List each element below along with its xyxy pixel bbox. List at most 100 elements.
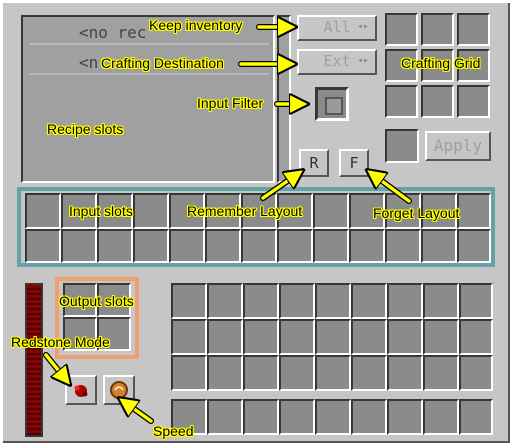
buffer-slot[interactable] — [351, 319, 387, 355]
buffer-slot[interactable] — [207, 319, 243, 355]
buffer-slot[interactable] — [279, 319, 315, 355]
buffer-slot[interactable] — [171, 399, 207, 435]
buffer-slot[interactable] — [279, 283, 315, 319]
cycle-arrows-icon: ◂▸ — [356, 55, 369, 66]
buffer-slot[interactable] — [279, 399, 315, 435]
input-slot[interactable] — [385, 229, 421, 263]
input-slot[interactable] — [97, 229, 133, 263]
input-slots-frame — [17, 187, 495, 267]
keep-inventory-annotation: Keep inventory — [149, 17, 243, 33]
input-slots-annotation: Input slots — [69, 203, 133, 219]
crafting-grid-slot[interactable] — [421, 49, 454, 82]
output-slot[interactable] — [63, 317, 97, 351]
input-slot[interactable] — [457, 229, 491, 263]
buffer-slot[interactable] — [351, 355, 387, 391]
buffer-slot[interactable] — [351, 283, 387, 319]
buffer-slot[interactable] — [279, 355, 315, 391]
recipe-scrollbar[interactable] — [277, 15, 291, 183]
input-slot[interactable] — [313, 193, 349, 229]
recipe-row[interactable]: <no rec — [29, 21, 269, 45]
recipe-row[interactable]: <n — [29, 51, 269, 75]
input-slot[interactable] — [421, 193, 457, 229]
input-slot[interactable] — [25, 193, 61, 229]
input-slot[interactable] — [61, 229, 97, 263]
crafting-grid-slot[interactable] — [457, 85, 490, 118]
buffer-slot[interactable] — [207, 399, 243, 435]
remember-layout-button[interactable]: R — [299, 149, 329, 177]
crafting-destination-button[interactable]: Ext ◂▸ — [297, 49, 377, 75]
crafting-grid-slot[interactable] — [457, 13, 490, 46]
output-slot[interactable] — [63, 283, 97, 317]
input-slot[interactable] — [25, 229, 61, 263]
forget-layout-button[interactable]: F — [339, 149, 369, 177]
input-slot[interactable] — [61, 193, 97, 229]
buffer-slot[interactable] — [315, 283, 351, 319]
buffer-slot[interactable] — [207, 283, 243, 319]
apply-button[interactable]: Apply — [425, 131, 491, 161]
crafting-grid-slot[interactable] — [385, 85, 418, 118]
buffer-slot[interactable] — [459, 283, 493, 319]
buffer-slot[interactable] — [207, 355, 243, 391]
buffer-slot[interactable] — [171, 355, 207, 391]
buffer-slot[interactable] — [423, 399, 459, 435]
recipe-row-text: <n — [79, 53, 99, 72]
output-slot[interactable] — [97, 283, 131, 317]
keep-inventory-button[interactable]: All ◂▸ — [297, 15, 377, 41]
buffer-slot[interactable] — [423, 283, 459, 319]
input-slot[interactable] — [133, 229, 169, 263]
redstone-mode-button[interactable] — [65, 375, 97, 405]
buffer-slot[interactable] — [315, 355, 351, 391]
buffer-slot[interactable] — [459, 319, 493, 355]
buffer-slot[interactable] — [387, 319, 423, 355]
redstone-dust-icon — [74, 385, 88, 397]
buffer-slot[interactable] — [423, 355, 459, 391]
input-slot[interactable] — [241, 229, 277, 263]
redstone-mode-annotation: Redstone Mode — [11, 334, 110, 350]
speed-upgrade-icon — [110, 381, 128, 399]
buffer-slot[interactable] — [171, 283, 207, 319]
buffer-slot[interactable] — [243, 319, 279, 355]
crafting-result-slot[interactable] — [385, 129, 419, 163]
buffer-slot[interactable] — [459, 355, 493, 391]
crafting-grid-slot[interactable] — [457, 49, 490, 82]
buffer-slot[interactable] — [459, 399, 493, 435]
crafting-destination-annotation: Crafting Destination — [101, 55, 224, 71]
forget-layout-label: F — [349, 154, 359, 172]
input-filter-slot[interactable] — [315, 87, 349, 121]
input-slot[interactable] — [313, 229, 349, 263]
speed-button[interactable] — [103, 375, 135, 405]
buffer-slot[interactable] — [243, 355, 279, 391]
input-slot[interactable] — [277, 229, 313, 263]
input-slot[interactable] — [205, 193, 241, 229]
input-slot[interactable] — [457, 193, 491, 229]
buffer-slot[interactable] — [171, 319, 207, 355]
buffer-slot[interactable] — [315, 399, 351, 435]
crafting-destination-label: Ext — [323, 52, 351, 70]
apply-label: Apply — [433, 136, 483, 155]
buffer-slot[interactable] — [423, 319, 459, 355]
speed-annotation: Speed — [153, 423, 194, 439]
forget-layout-annotation: Forget Layout — [373, 205, 460, 221]
output-slot[interactable] — [97, 317, 131, 351]
input-slot[interactable] — [133, 193, 169, 229]
crafting-grid-slot[interactable] — [421, 13, 454, 46]
buffer-slot[interactable] — [315, 319, 351, 355]
buffer-slot[interactable] — [351, 399, 387, 435]
input-slot[interactable] — [205, 229, 241, 263]
crafting-grid-slot[interactable] — [385, 49, 418, 82]
recipe-slots-annotation: Recipe slots — [47, 121, 124, 137]
crafting-grid-slot[interactable] — [421, 85, 454, 118]
input-slot[interactable] — [421, 229, 457, 263]
buffer-slot[interactable] — [243, 399, 279, 435]
buffer-slot[interactable] — [243, 283, 279, 319]
output-slots-annotation: Output slots — [59, 293, 134, 309]
buffer-slot[interactable] — [387, 399, 423, 435]
buffer-slot[interactable] — [387, 283, 423, 319]
input-slot[interactable] — [169, 193, 205, 229]
input-slot[interactable] — [97, 193, 133, 229]
crafting-grid-slot[interactable] — [385, 13, 418, 46]
buffer-slot[interactable] — [387, 355, 423, 391]
input-slot[interactable] — [169, 229, 205, 263]
input-slot[interactable] — [349, 229, 385, 263]
crafting-grid-annotation: Crafting Grid — [401, 55, 481, 71]
